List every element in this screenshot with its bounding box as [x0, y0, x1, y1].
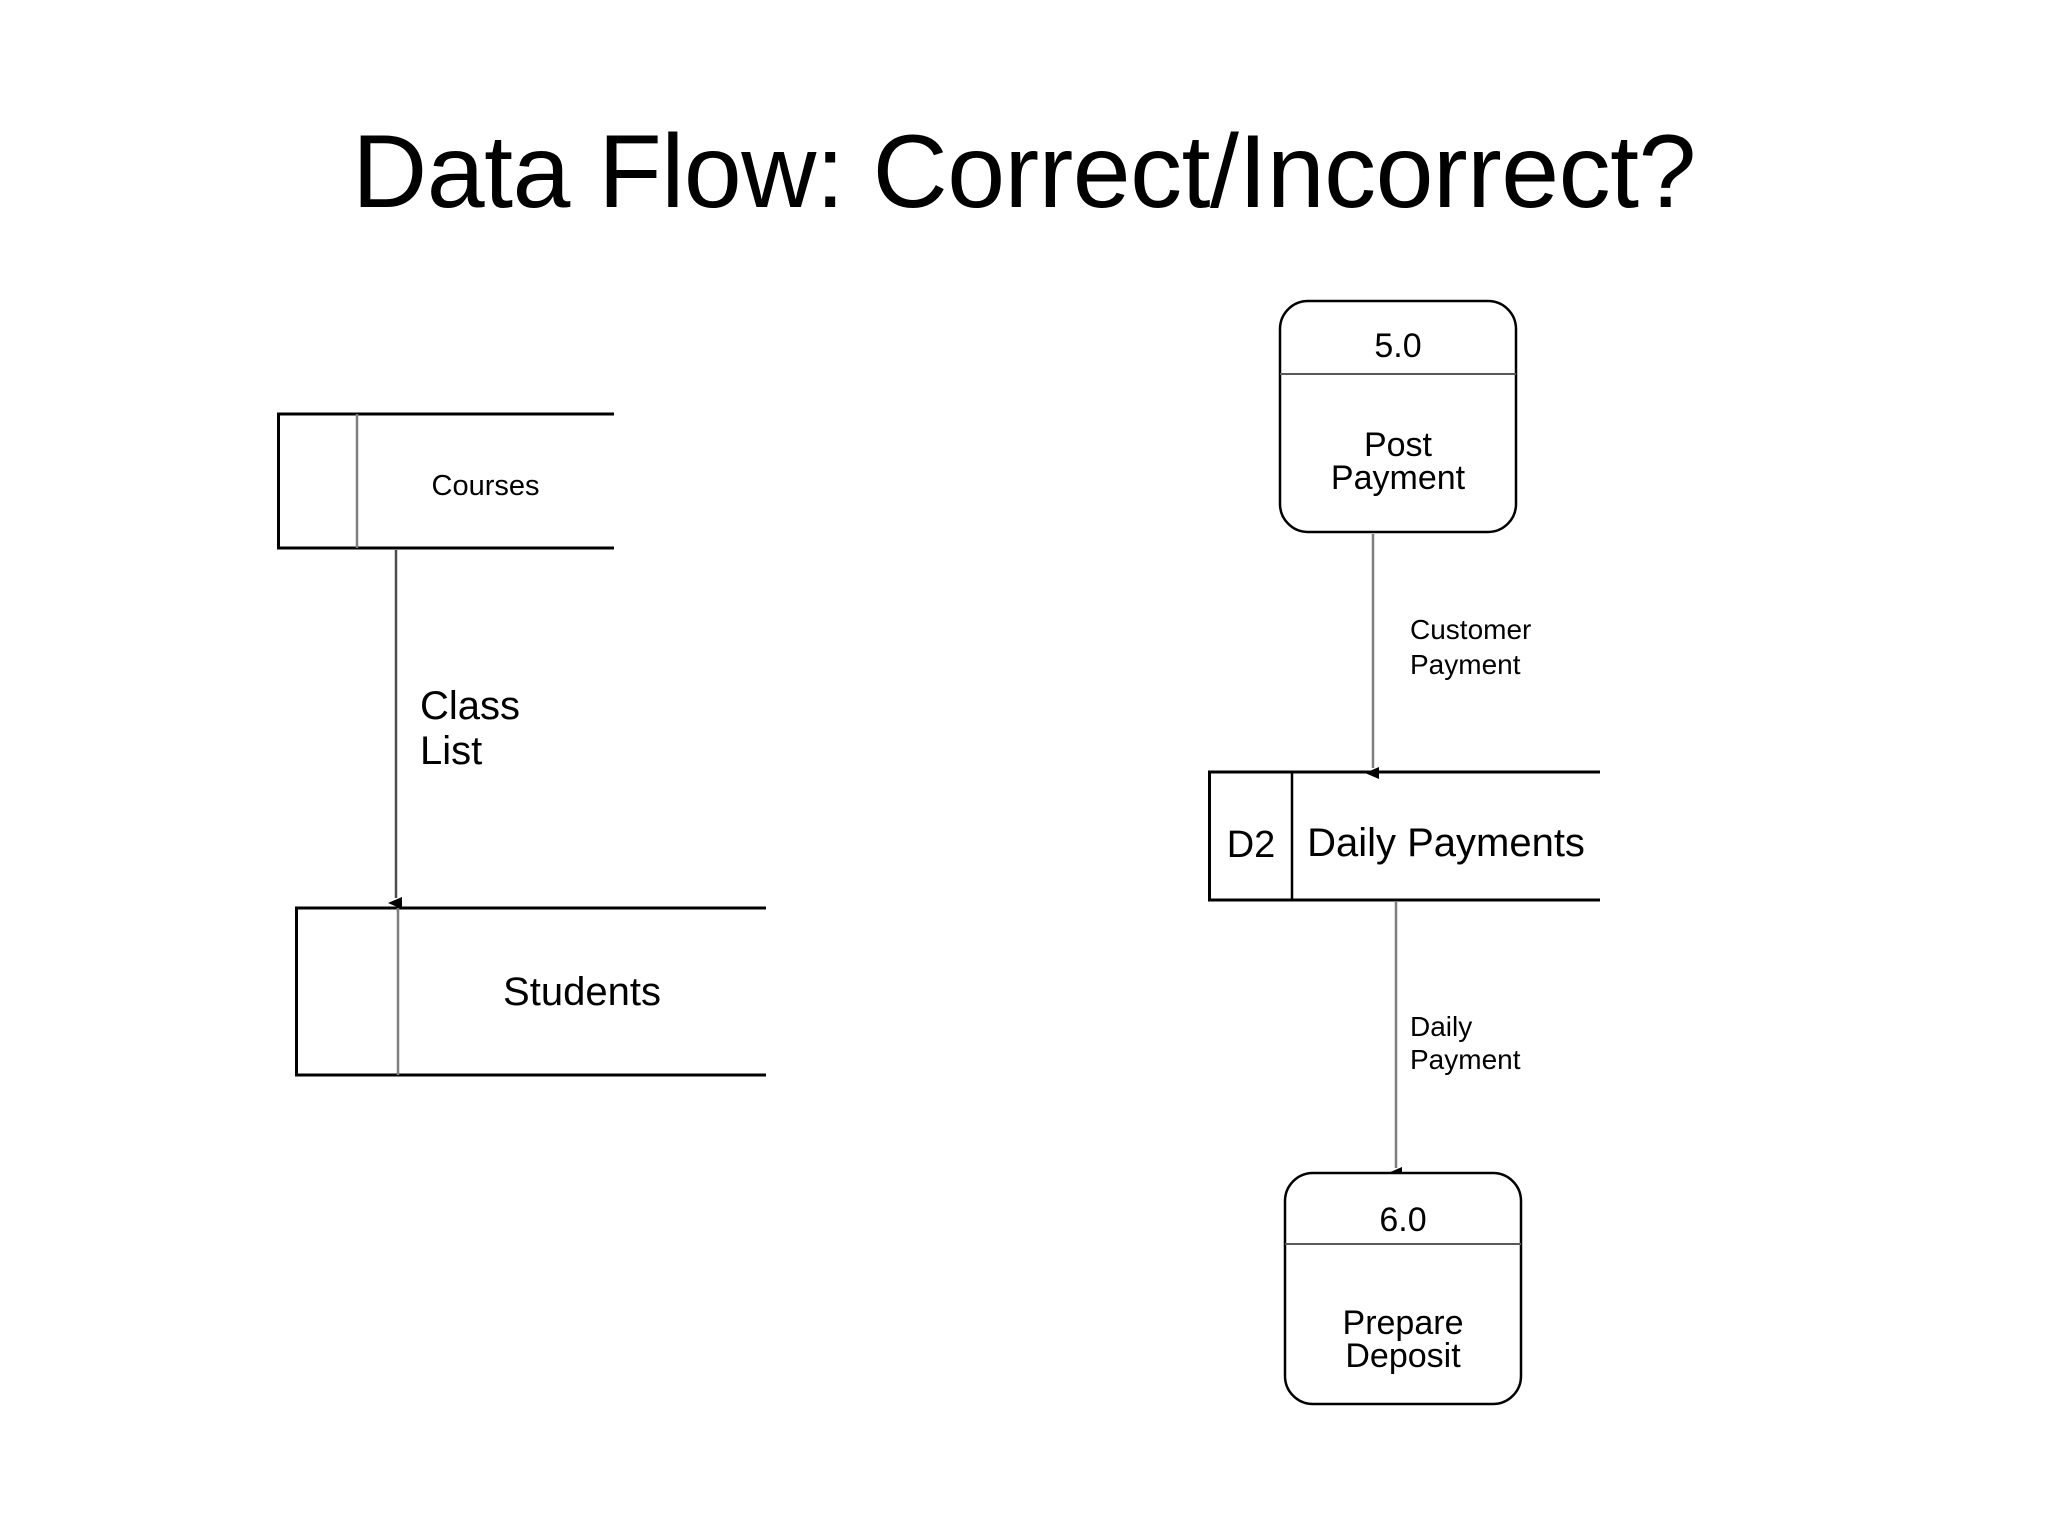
data-store-students-label: Students [503, 970, 661, 1014]
flow-label-class-list-line1: Class [420, 684, 521, 728]
data-store-courses-label: Courses [431, 470, 540, 502]
flow-label-customer-payment-line1: Customer [1410, 614, 1532, 645]
flow-label-customer-payment-line2: Payment [1410, 649, 1521, 680]
process-5-number: 5.0 [1374, 327, 1422, 365]
data-store-daily-payments-label: Daily Payments [1307, 821, 1585, 865]
process-6-prepare-deposit[interactable] [1283, 1171, 1523, 1406]
process-6-name-line2: Deposit [1345, 1337, 1461, 1375]
data-store-daily-payments[interactable] [1208, 770, 1600, 902]
flow-label-daily-payment-line2: Payment [1410, 1044, 1521, 1075]
flow-label-class-list-line2: List [420, 729, 483, 773]
data-store-courses[interactable] [277, 412, 614, 550]
page-title: Data Flow: Correct/Incorrect? [352, 114, 1696, 230]
data-store-daily-payments-id: D2 [1226, 824, 1276, 866]
process-5-post-payment[interactable] [1278, 299, 1518, 534]
data-store-students[interactable] [295, 906, 766, 1077]
process-6-number: 6.0 [1379, 1201, 1427, 1239]
process-6-name-line1: Prepare [1342, 1304, 1464, 1342]
process-5-name-line1: Post [1363, 426, 1433, 464]
process-5-name-line2: Payment [1330, 459, 1466, 497]
flow-label-daily-payment-line1: Daily [1410, 1011, 1473, 1042]
